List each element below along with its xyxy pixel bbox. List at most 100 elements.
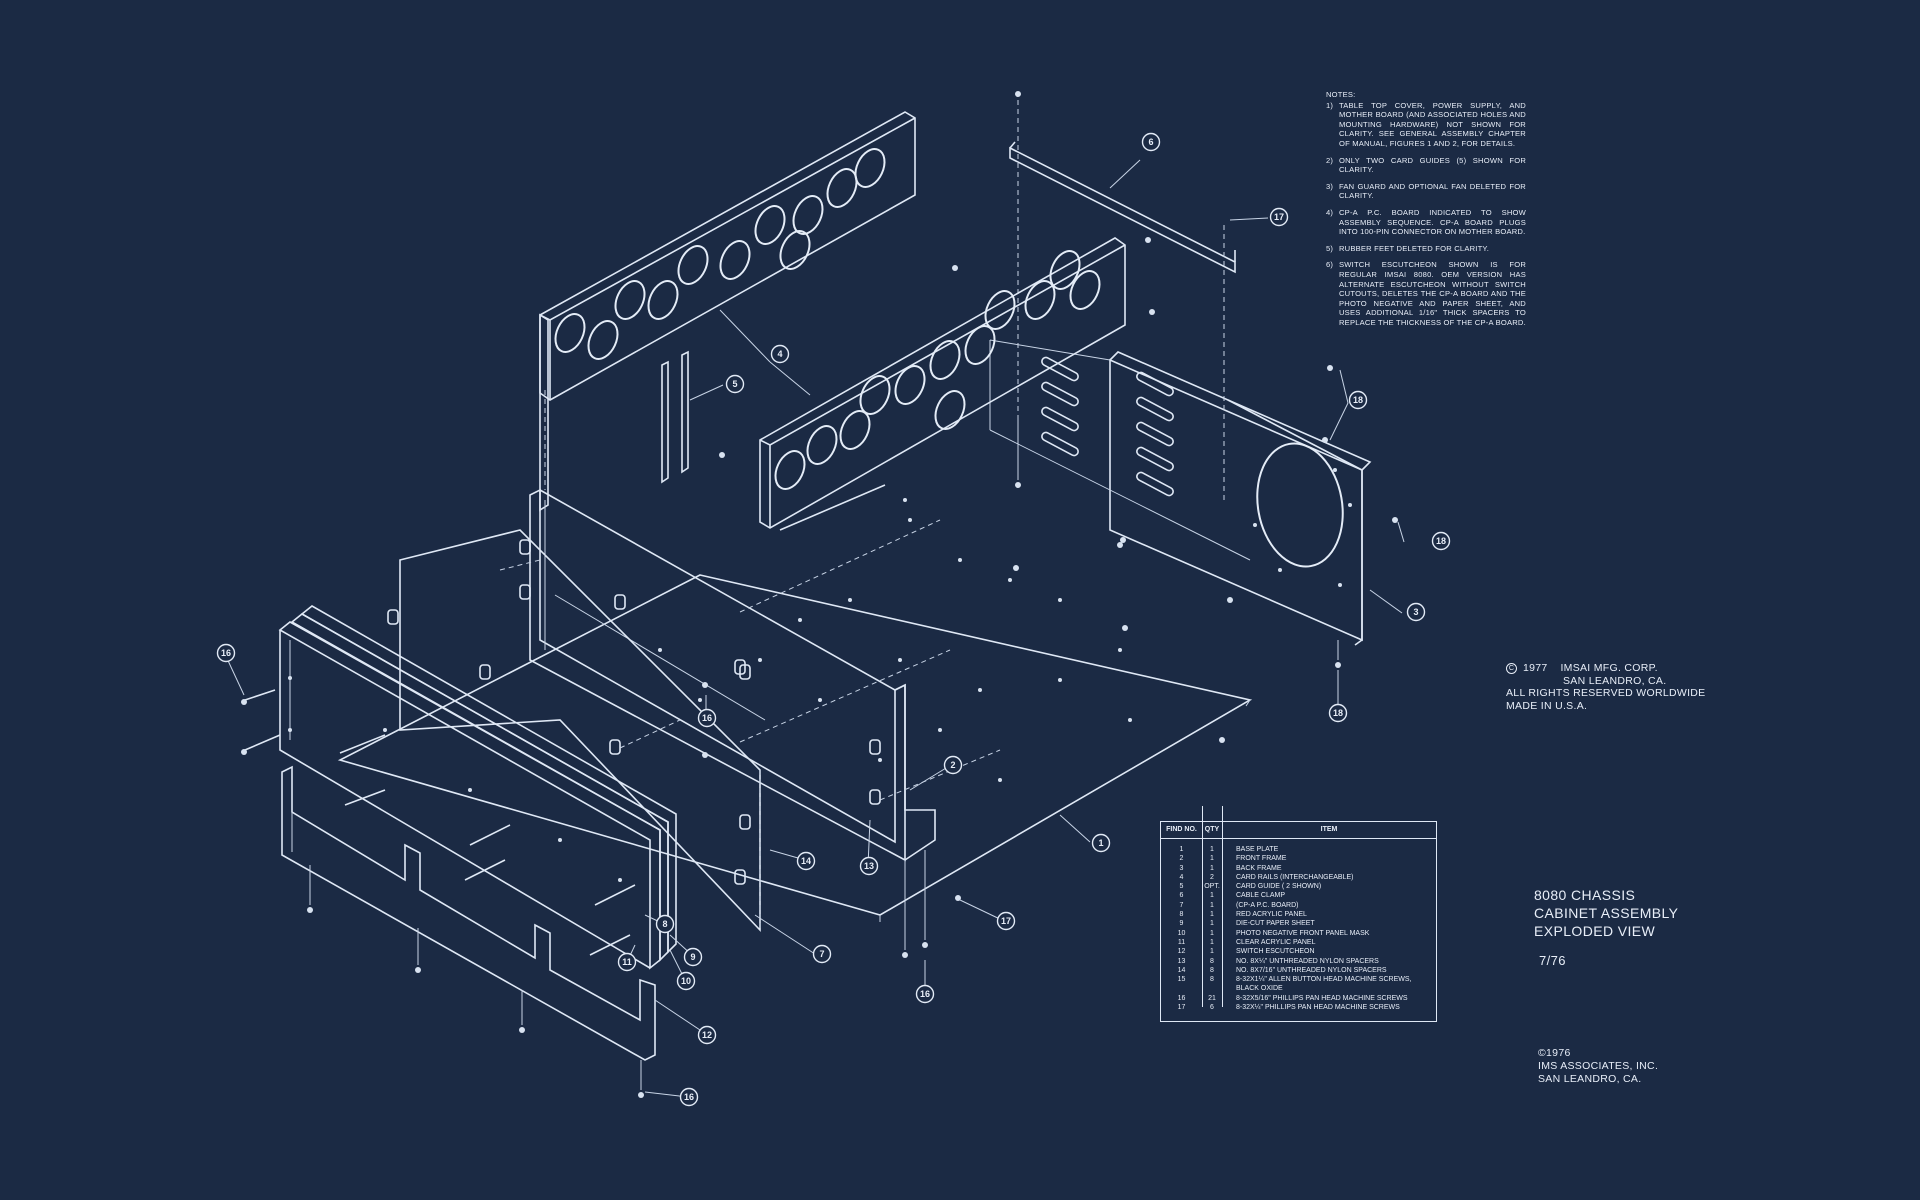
part-qty: 1 bbox=[1210, 892, 1214, 900]
table-divider bbox=[1202, 806, 1203, 1007]
svg-text:18: 18 bbox=[1436, 536, 1446, 546]
parts-list-header: FIND NO. QTY ITEM bbox=[1161, 822, 1436, 839]
title-block: 8080 CHASSIS CABINET ASSEMBLY EXPLODED V… bbox=[1534, 886, 1678, 970]
copyright-rights: ALL RIGHTS RESERVED WORLDWIDE bbox=[1506, 687, 1706, 699]
callout-16-lower-center: 16 bbox=[915, 984, 935, 1004]
cable-clamp bbox=[1009, 100, 1236, 500]
callout-17-top: 17 bbox=[1269, 207, 1289, 227]
header-qty: QTY bbox=[1204, 826, 1220, 834]
svg-text:16: 16 bbox=[684, 1092, 694, 1102]
part-find-no: 6 bbox=[1179, 892, 1184, 900]
part-qty: 8 bbox=[1210, 966, 1214, 974]
svg-text:16: 16 bbox=[920, 989, 930, 999]
callout-5: 5 bbox=[725, 374, 745, 394]
back-frame bbox=[989, 339, 1372, 646]
callout-16-bottom: 16 bbox=[679, 1087, 699, 1107]
card-guides bbox=[661, 350, 689, 484]
title-line-1: 8080 CHASSIS bbox=[1534, 887, 1636, 903]
part-find-no: 15 bbox=[1177, 976, 1186, 984]
part-item: CARD GUIDE ( 2 SHOWN) bbox=[1236, 883, 1322, 891]
part-find-no: 4 bbox=[1179, 873, 1184, 881]
svg-text:18: 18 bbox=[1333, 708, 1343, 718]
title-line-3: EXPLODED VIEW bbox=[1534, 923, 1656, 939]
part-find-no: 3 bbox=[1179, 864, 1184, 872]
card-rail-rear bbox=[539, 111, 916, 512]
table-row: 5Opt.CARD GUIDE ( 2 SHOWN) bbox=[1161, 882, 1436, 891]
table-row: BLACK OXIDE bbox=[1161, 984, 1436, 993]
part-qty: 1 bbox=[1210, 948, 1214, 956]
note-item: 3)FAN GUARD AND OPTIONAL FAN DELETED FOR… bbox=[1326, 181, 1526, 201]
svg-text:9: 9 bbox=[690, 952, 695, 962]
svg-text:16: 16 bbox=[221, 648, 231, 658]
part-qty: 2 bbox=[1210, 873, 1214, 881]
copyright-made: MADE IN U.S.A. bbox=[1506, 699, 1588, 712]
part-find-no bbox=[1161, 984, 1202, 993]
part-find-no: 2 bbox=[1179, 855, 1184, 863]
part-find-no: 8 bbox=[1179, 911, 1184, 919]
hardware-spacers-screws bbox=[241, 91, 1398, 1098]
card-rail-rear-holes bbox=[554, 148, 886, 360]
card-rail-front-holes bbox=[774, 250, 1101, 490]
part-find-no: 7 bbox=[1179, 901, 1184, 909]
callout-9: 9 bbox=[683, 947, 703, 967]
part-item: No. 8x¼" UNTHREADED NYLON SPACERS bbox=[1236, 957, 1379, 965]
part-item: CABLE CLAMP bbox=[1236, 892, 1286, 900]
table-row: 4 2 CARD RAILS (INTERCHANGEABLE) bbox=[1161, 873, 1436, 882]
part-item: 8-32x¼" PHILLIPS PAN HEAD MACHINE SCREWS bbox=[1236, 1004, 1400, 1012]
part-find-no: 10 bbox=[1177, 929, 1186, 937]
copyright-icon: C bbox=[1506, 663, 1517, 674]
callout-8: 8 bbox=[655, 914, 675, 934]
callout-4: 4 bbox=[770, 344, 790, 364]
callout-6: 6 bbox=[1141, 132, 1161, 152]
part-find-no: 14 bbox=[1177, 966, 1186, 974]
base-plate-holes bbox=[658, 498, 1233, 782]
part-qty: 1 bbox=[1210, 938, 1214, 946]
part-find-no: 9 bbox=[1179, 920, 1184, 928]
switch-escutcheon bbox=[281, 765, 656, 1061]
callout-1: 1 bbox=[1091, 833, 1111, 853]
part-find-no: 17 bbox=[1177, 1004, 1186, 1012]
header-item: ITEM bbox=[1320, 826, 1338, 834]
svg-text:14: 14 bbox=[801, 856, 811, 866]
table-row: 17 6 8-32x¼" PHILLIPS PAN HEAD MACHINE SCR… bbox=[1161, 1003, 1436, 1012]
front-frame bbox=[529, 488, 936, 862]
part-qty: 1 bbox=[1210, 911, 1214, 919]
part-item: CLEAR ACRYLIC PANEL bbox=[1236, 938, 1316, 946]
svg-text:1: 1 bbox=[1098, 838, 1103, 848]
part-qty: 6 bbox=[1210, 1004, 1214, 1012]
part-item: CARD RAILS (INTERCHANGEABLE) bbox=[1236, 873, 1354, 881]
part-find-no: 1 bbox=[1179, 846, 1184, 853]
svg-text:13: 13 bbox=[864, 861, 874, 871]
copyright-city: SAN LEANDRO, CA. bbox=[1563, 674, 1667, 687]
note-item: 4)CP-A P.C. BOARD INDICATED TO SHOW ASSE… bbox=[1326, 207, 1526, 237]
svg-text:8: 8 bbox=[662, 919, 667, 929]
header-find-no: FIND NO. bbox=[1166, 826, 1197, 834]
part-qty: 1 bbox=[1210, 855, 1214, 863]
note-item: 5)RUBBER FEET DELETED FOR CLARITY. bbox=[1326, 243, 1490, 253]
svg-text:10: 10 bbox=[681, 976, 691, 986]
part-find-no: 5 bbox=[1179, 883, 1184, 891]
part-find-no: 11 bbox=[1177, 938, 1186, 946]
svg-text:4: 4 bbox=[777, 349, 782, 359]
base-plate bbox=[337, 498, 1253, 922]
title-line-2: CABINET ASSEMBLY bbox=[1534, 905, 1679, 921]
part-item: DIE-CUT PAPER SHEET bbox=[1236, 920, 1315, 928]
note-item: 6)SWITCH ESCUTCHEON SHOWN IS FOR REGULAR… bbox=[1326, 260, 1526, 327]
maker-line-3: SAN LEANDRO, CA. bbox=[1538, 1073, 1642, 1085]
notes-block: NOTES: 1)TABLE TOP COVER, POWER SUPPLY, … bbox=[1326, 90, 1526, 334]
part-item: 8-32x1¼" ALLEN BUTTON HEAD MACHINE SCREW… bbox=[1236, 976, 1412, 984]
note-item: 2)ONLY TWO CARD GUIDES (5) SHOWN FOR CLA… bbox=[1326, 155, 1526, 175]
callout-18-right-a: 18 bbox=[1348, 390, 1368, 410]
callout-16-center: 16 bbox=[697, 708, 717, 728]
callout-12: 12 bbox=[697, 1025, 717, 1045]
svg-text:18: 18 bbox=[1353, 395, 1363, 405]
svg-text:16: 16 bbox=[702, 713, 712, 723]
part-qty: 1 bbox=[1210, 901, 1214, 909]
